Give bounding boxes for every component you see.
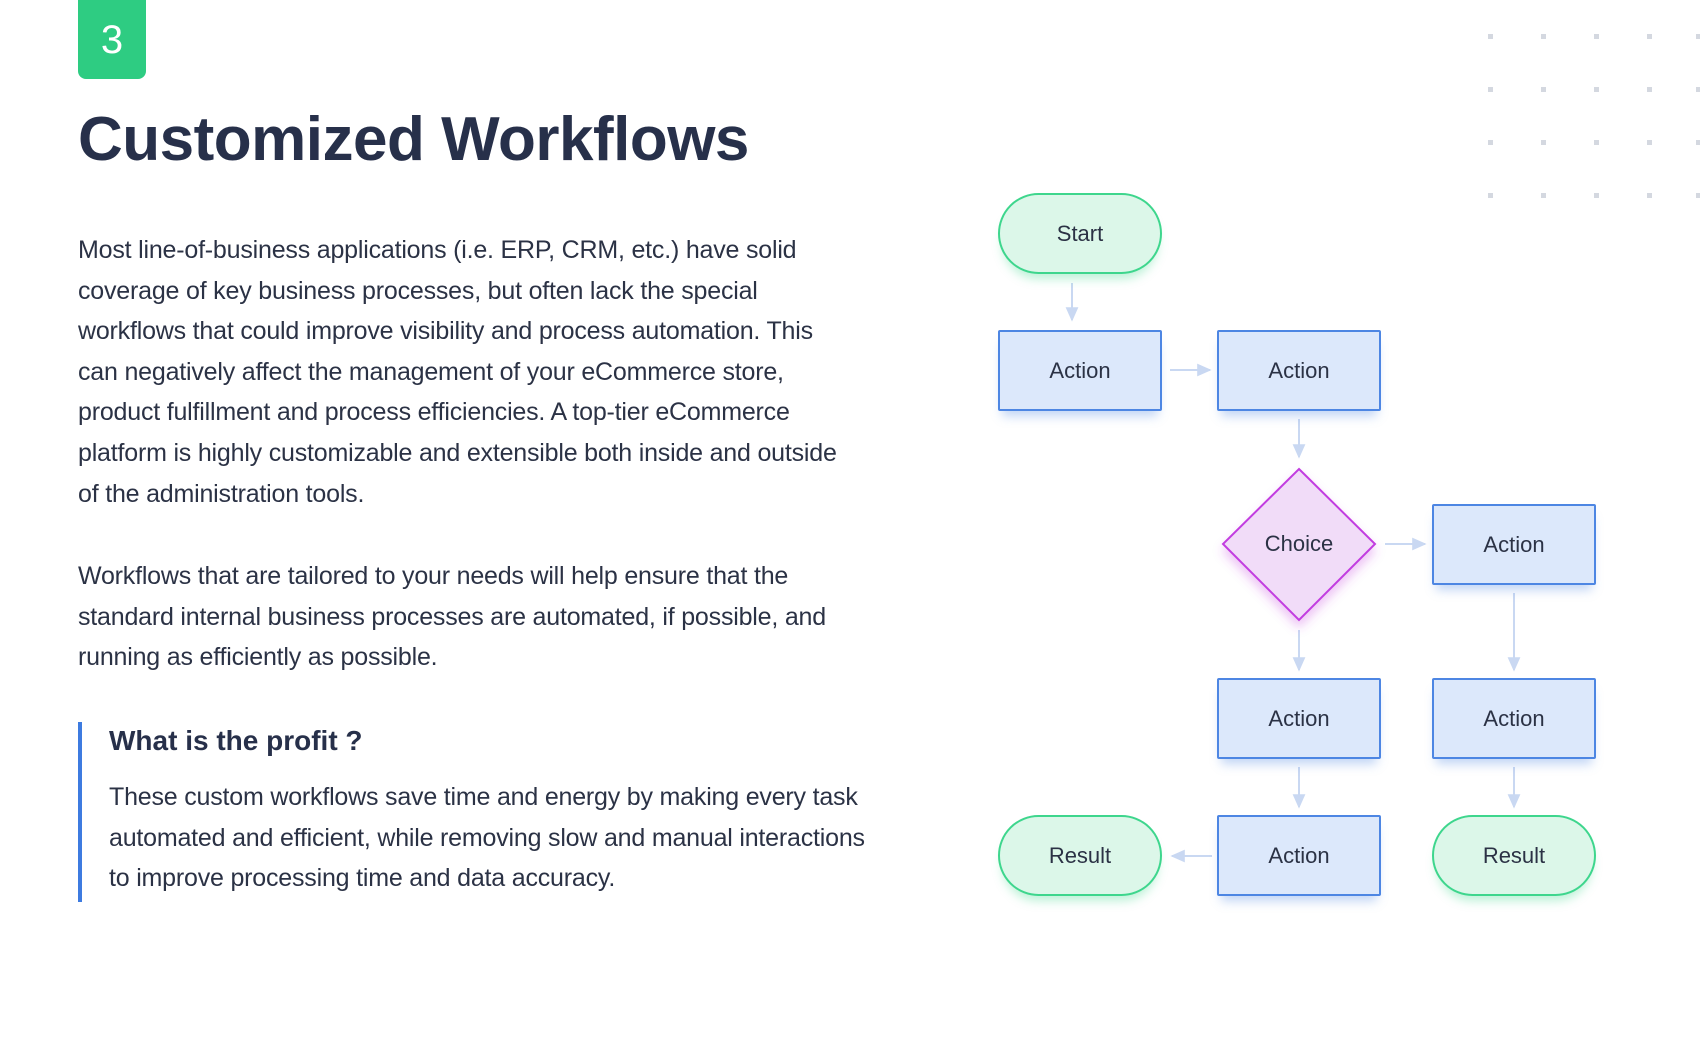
action-node-label: Action — [1049, 357, 1111, 383]
grid-dot — [1594, 87, 1599, 92]
action-node: Action — [1217, 815, 1381, 896]
grid-dot — [1488, 87, 1493, 92]
start-node-label: Start — [1056, 220, 1104, 246]
grid-dot — [1696, 87, 1700, 92]
action-node: Action — [1217, 330, 1381, 411]
intro-paragraph: Most line-of-business applications (i.e.… — [78, 236, 837, 508]
choice-node-label: Choice — [1264, 531, 1334, 556]
grid-dot — [1488, 193, 1493, 198]
grid-dot — [1488, 34, 1493, 39]
grid-dot — [1647, 140, 1652, 145]
grid-dot — [1696, 193, 1700, 198]
grid-dot — [1696, 34, 1700, 39]
grid-dot — [1541, 34, 1546, 39]
profit-callout: What is the profit ? These custom workfl… — [78, 722, 868, 902]
action-node: Action — [1217, 678, 1381, 759]
grid-dot — [1696, 140, 1700, 145]
grid-dot — [1594, 34, 1599, 39]
grid-dot — [1541, 87, 1546, 92]
result-node-label: Result — [1482, 842, 1546, 868]
grid-dot — [1488, 140, 1493, 145]
choice-diamond — [1221, 467, 1377, 622]
decorative-dot-grid — [1488, 34, 1700, 198]
callout-text: These custom workflows save time and ene… — [109, 783, 865, 893]
section-number: 3 — [100, 18, 124, 62]
action-node-label: Action — [1483, 531, 1545, 557]
callout-title: What is the profit ? — [109, 725, 363, 756]
action-node: Action — [998, 330, 1162, 411]
action-node: Action — [1432, 678, 1596, 759]
page-title: Customized Workflows — [78, 105, 749, 174]
result-node-label: Result — [1048, 842, 1112, 868]
workflow-paragraph: Workflows that are tailored to your need… — [78, 562, 826, 672]
grid-dot — [1647, 193, 1652, 198]
grid-dot — [1647, 87, 1652, 92]
action-node-label: Action — [1268, 705, 1330, 731]
result-node: Result — [998, 815, 1162, 896]
grid-dot — [1541, 193, 1546, 198]
start-node: Start — [998, 193, 1162, 274]
action-node-label: Action — [1483, 705, 1545, 731]
action-node: Action — [1432, 504, 1596, 585]
result-node: Result — [1432, 815, 1596, 896]
grid-dot — [1594, 193, 1599, 198]
section-number-badge: 3 — [78, 0, 146, 79]
grid-dot — [1541, 140, 1546, 145]
action-node-label: Action — [1268, 842, 1330, 868]
action-node-label: Action — [1268, 357, 1330, 383]
grid-dot — [1594, 140, 1599, 145]
grid-dot — [1647, 34, 1652, 39]
